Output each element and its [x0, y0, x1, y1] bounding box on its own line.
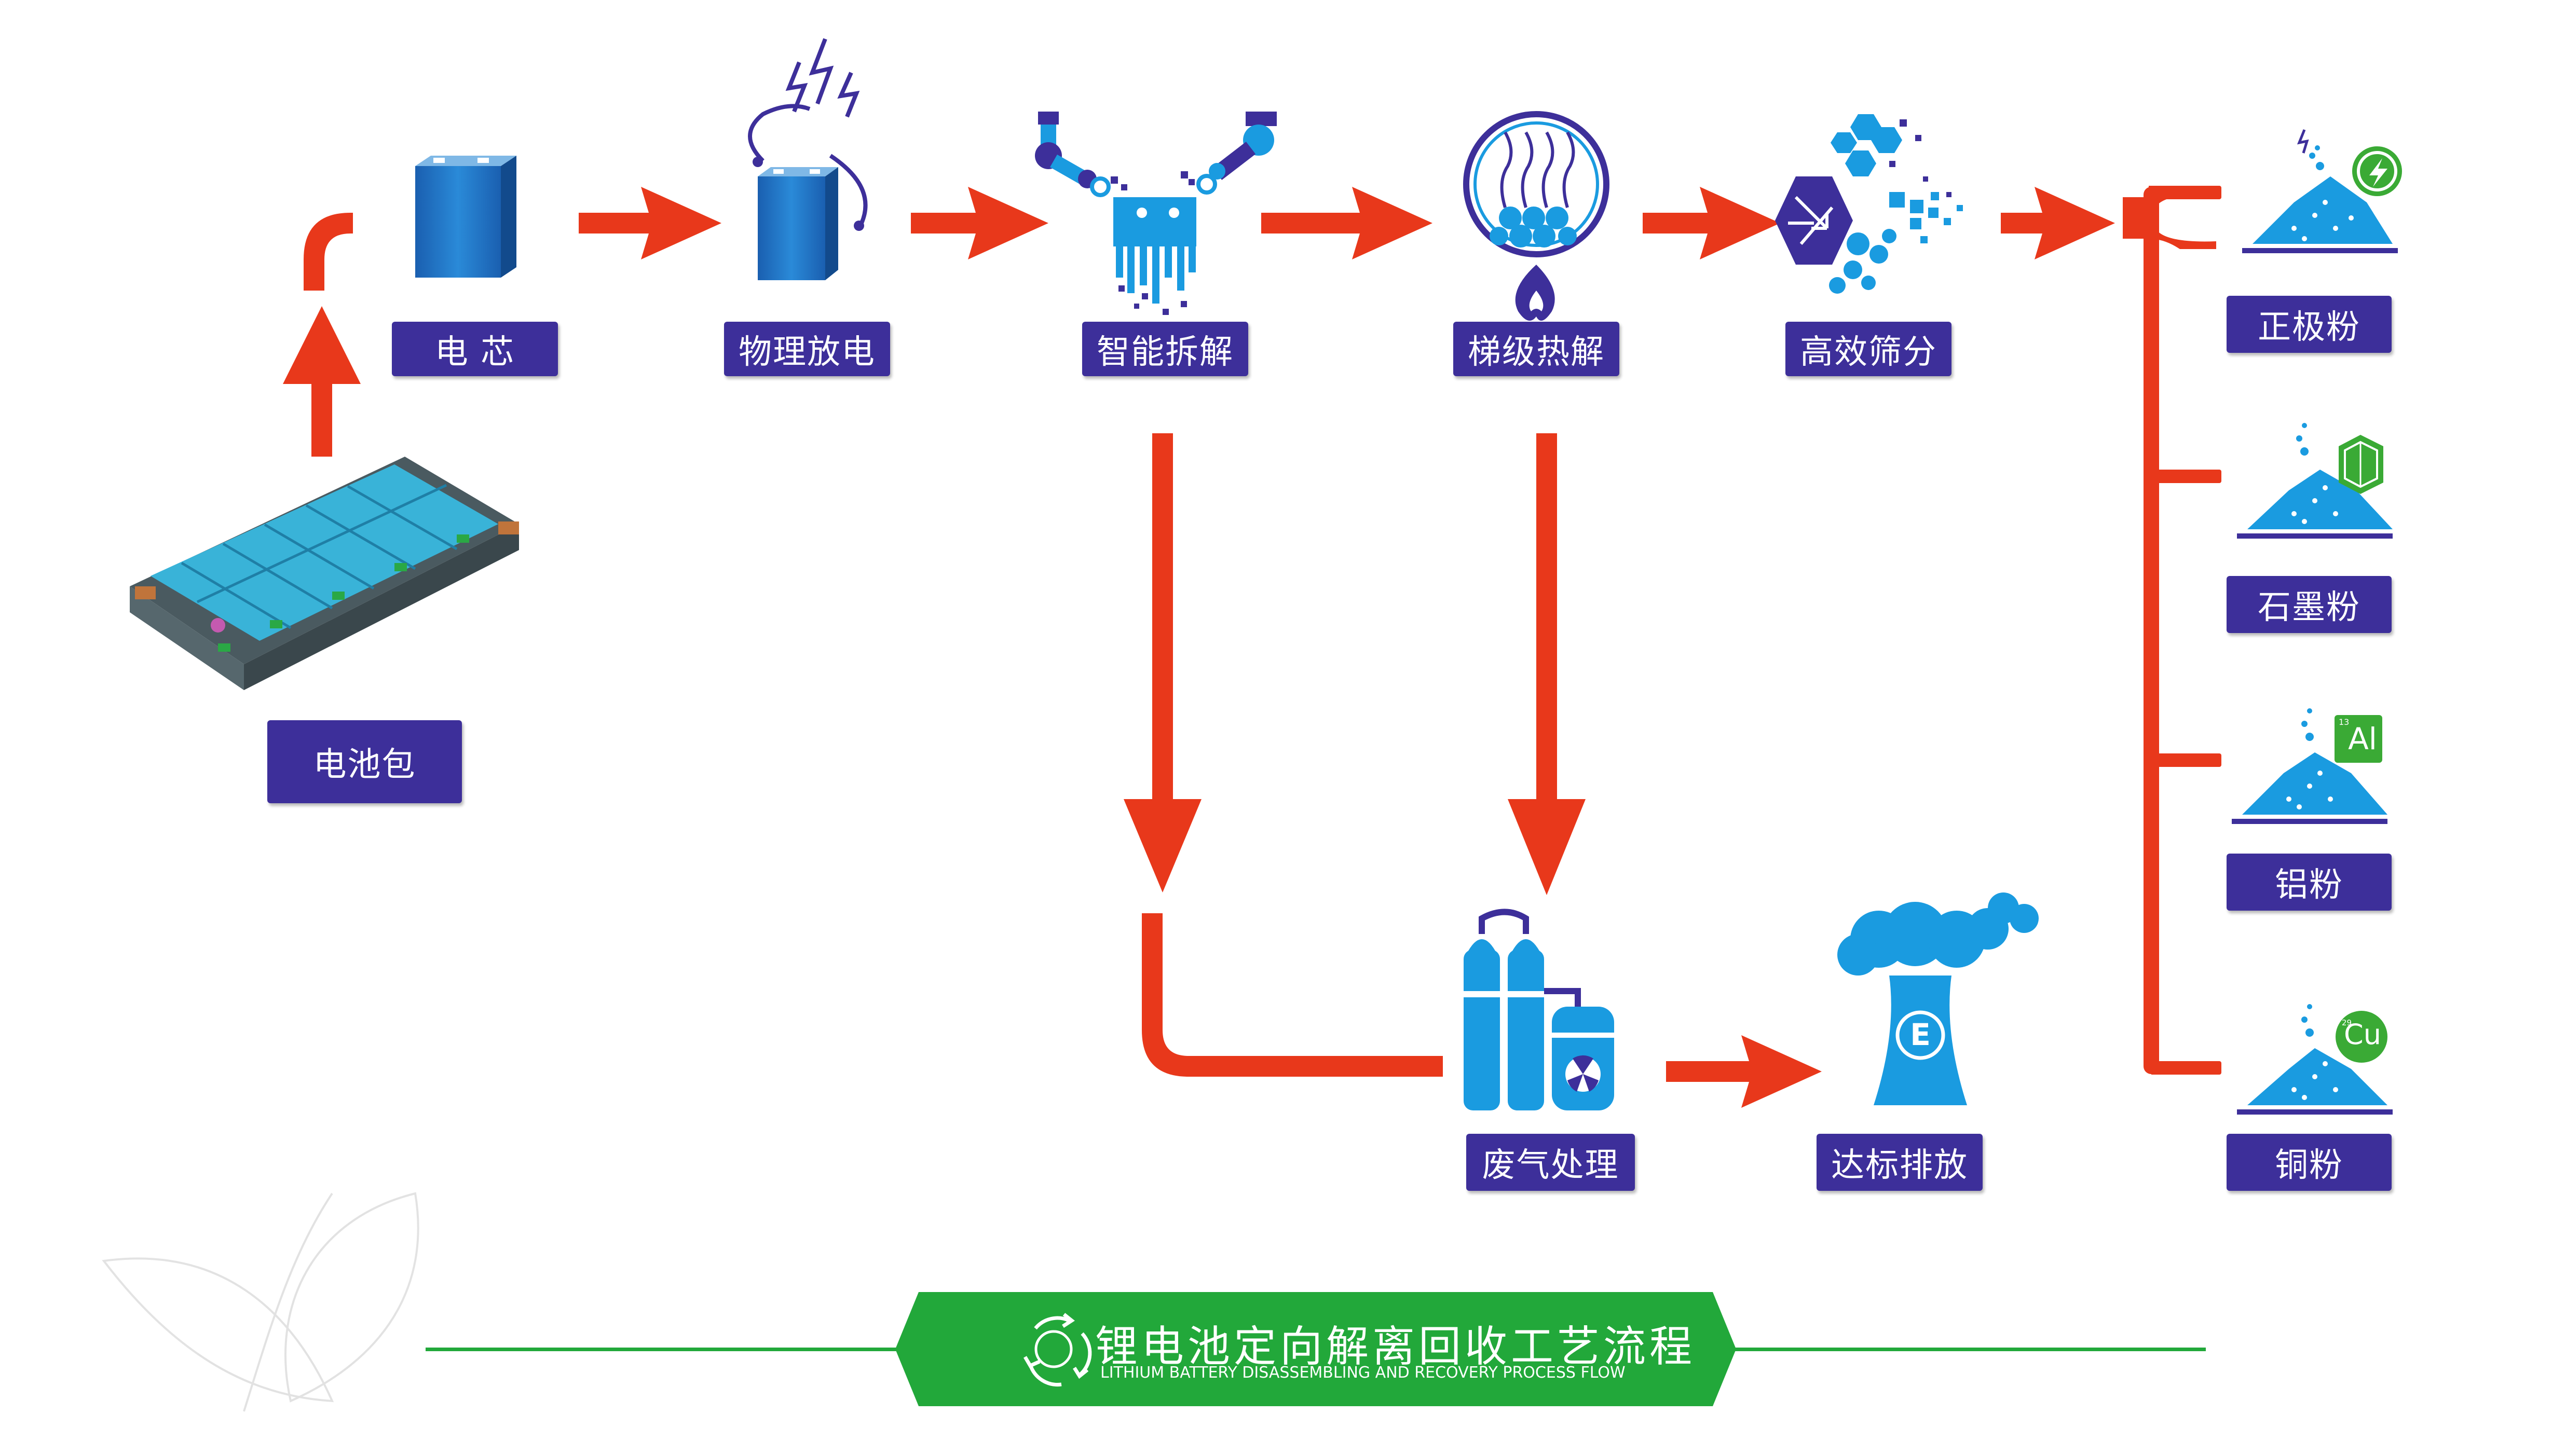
- battery-pack-icon: [130, 457, 519, 690]
- product-aluminum-icon: [2232, 708, 2387, 824]
- arrows: [283, 187, 2115, 1108]
- arrow-down-2: [1508, 433, 1586, 895]
- arrow-right-2: [911, 187, 1048, 259]
- copper-badge-text: Cu: [2344, 1018, 2381, 1051]
- step-label-sieving: 高效筛分: [1785, 322, 1951, 376]
- step-label-pyrolysis: 梯级热解: [1453, 322, 1619, 376]
- copper-badge-icon: [2336, 1011, 2387, 1063]
- gas-tank-icon: [1464, 909, 1614, 1110]
- banner-title: 锂电池定向解离回收工艺流程: [1095, 1322, 1696, 1371]
- product-label-copper: 铜粉: [2227, 1134, 2392, 1191]
- product-graphite-icon: [2237, 423, 2393, 539]
- curve-connector: [304, 213, 353, 291]
- banner-subtitle: LITHIUM BATTERY DISASSEMBLING AND RECOVE…: [1100, 1364, 1626, 1382]
- output-bracket: [2123, 186, 2216, 1075]
- arrow-right-6: [1666, 1035, 1822, 1108]
- arrow-right-1: [579, 187, 721, 259]
- recycle-icon: [1023, 1313, 1092, 1386]
- product-label-graphite: 石墨粉: [2227, 576, 2392, 633]
- step-label-dismantle: 智能拆解: [1082, 322, 1248, 376]
- leaf-watermark-icon: [102, 1192, 419, 1412]
- arrow-right-4: [1643, 187, 1780, 259]
- arrow-up: [283, 306, 361, 457]
- aluminum-badge-icon: [2335, 715, 2382, 763]
- pyrolysis-icon: [1463, 111, 1609, 321]
- arrow-right-3: [1261, 187, 1432, 259]
- factory-icon: [1837, 892, 2039, 1105]
- step-label-cell: 电 芯: [392, 322, 558, 376]
- step-label-discharge: 物理放电: [724, 322, 890, 376]
- step-label-emission: 达标排放: [1817, 1134, 1983, 1191]
- crystal-badge-icon: [2339, 435, 2383, 494]
- aluminum-badge-text: Al: [2348, 721, 2377, 757]
- product-cathode-icon: [2242, 129, 2398, 253]
- arrow-down-1: [1124, 433, 1202, 892]
- arrow-right-5: [2001, 187, 2115, 259]
- step-label-pack: 电池包: [267, 720, 462, 803]
- aluminum-badge-number: 13: [2339, 717, 2350, 727]
- bottom-banner: [426, 1292, 2206, 1406]
- discharge-icon: [748, 38, 868, 280]
- sieving-icon: [1775, 114, 1963, 294]
- copper-badge-number: 29: [2342, 1018, 2352, 1027]
- product-label-cathode: 正极粉: [2227, 296, 2392, 353]
- bracket-arms: [2159, 186, 2221, 1075]
- product-copper-icon: [2237, 1004, 2393, 1115]
- factory-e-badge: E: [1910, 1017, 1931, 1052]
- robot-arms-icon: [1035, 112, 1277, 315]
- battery-cell-icon: [415, 156, 516, 278]
- l-connector: [1142, 913, 1443, 1077]
- lightning-badge-icon: [2352, 146, 2402, 196]
- step-label-gas: 废气处理: [1466, 1134, 1635, 1191]
- product-label-aluminum: 铝粉: [2227, 854, 2392, 911]
